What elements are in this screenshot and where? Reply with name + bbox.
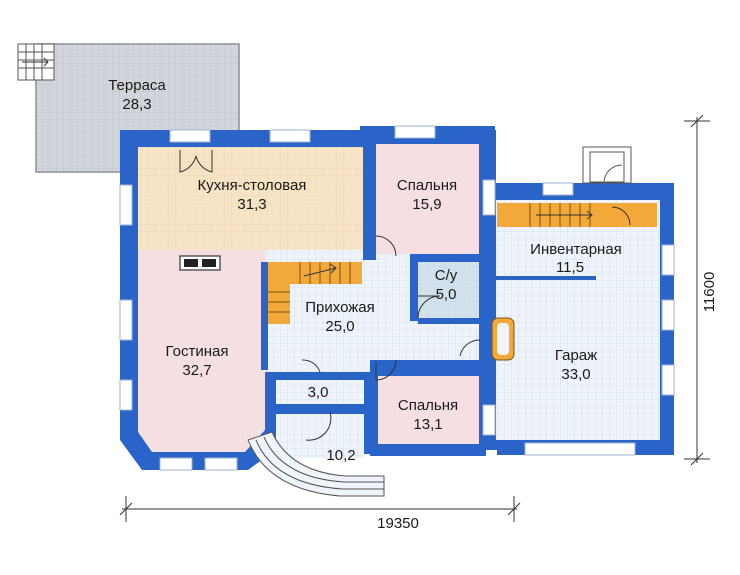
storage-garage-area — [496, 200, 660, 440]
terrace-name: Терраса — [108, 77, 166, 94]
porch-steps — [247, 431, 385, 497]
bedroom-2-room — [377, 376, 480, 444]
windows — [119, 125, 675, 471]
garage-area-value: 33,0 — [561, 366, 590, 383]
terrace-stairs — [17, 43, 55, 81]
vestibule-room — [276, 414, 364, 458]
garage-name: Гараж — [555, 347, 597, 364]
depth-dimension — [684, 114, 710, 466]
interior-stairs — [268, 262, 362, 324]
door-swings — [179, 150, 631, 441]
fireplace — [491, 317, 515, 361]
bedroom-1-area-value: 15,9 — [412, 196, 441, 213]
terrace-area-value: 28,3 — [122, 96, 151, 113]
bedroom-1-name: Спальня — [397, 177, 457, 194]
hall-room — [265, 250, 490, 410]
room-labels: Терраса 28,3 Кухня-столовая 31,3 Спальня… — [108, 77, 622, 464]
bathroom-area-value: 5,0 — [436, 286, 457, 303]
living-room — [138, 250, 265, 452]
living-area-value: 32,7 — [182, 362, 211, 379]
width-dimension — [119, 496, 521, 522]
bedroom-2-name: Спальня — [398, 397, 458, 414]
porch-area-value: 10,2 — [326, 447, 355, 464]
width-dimension-label: 19350 — [377, 515, 419, 532]
depth-label-bg — [698, 258, 720, 326]
storage-area-value: 11,5 — [556, 259, 584, 276]
living-name: Гостиная — [166, 343, 229, 360]
closet-area-value: 3,0 — [308, 384, 329, 401]
bedroom-1-room — [376, 144, 479, 254]
bathroom-room — [418, 262, 480, 318]
hall-name: Прихожая — [305, 299, 375, 316]
garage-stairs — [497, 203, 657, 227]
kitchen-sink — [179, 255, 221, 271]
closet-room — [276, 380, 364, 404]
kitchen-name: Кухня-столовая — [198, 177, 307, 194]
terrace-area — [17, 43, 240, 173]
bathroom-name: С/у — [435, 267, 458, 284]
depth-dimension-label: 11600 — [701, 272, 718, 313]
garage-entry-porch — [582, 146, 632, 184]
storage-name: Инвентарная — [530, 241, 622, 258]
bedroom-2-area-value: 13,1 — [413, 416, 442, 433]
hall-area-value: 25,0 — [325, 318, 354, 335]
width-label-bg — [360, 510, 436, 534]
kitchen-room — [138, 147, 363, 250]
kitchen-area-value: 31,3 — [237, 196, 266, 213]
